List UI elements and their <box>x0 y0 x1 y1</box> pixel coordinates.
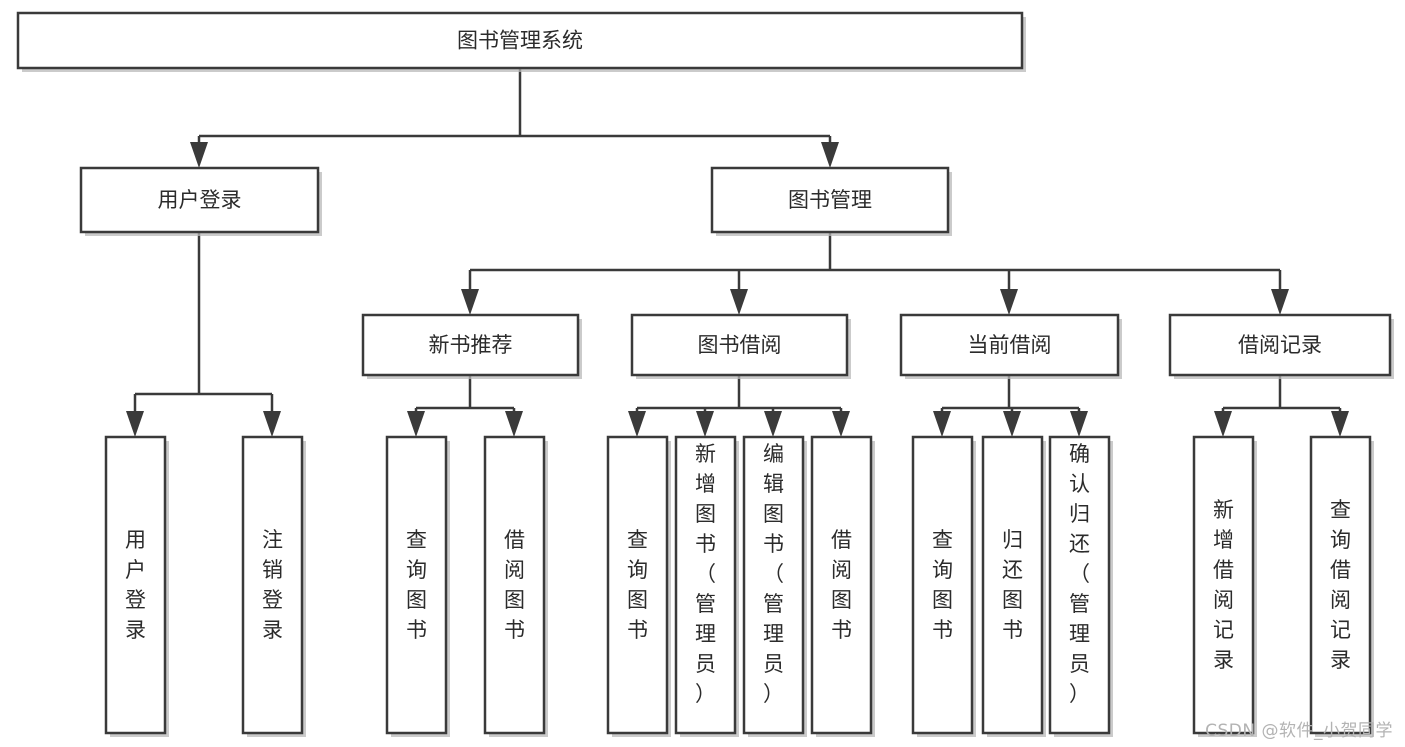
node-outline <box>1048 435 1111 735</box>
node-leaf-leaf-query-book-2[interactable]: 查询图书 <box>606 435 671 737</box>
node-outline <box>810 435 873 735</box>
arrowhead-icon <box>821 142 839 168</box>
node-outline <box>16 11 1024 70</box>
arrowhead-icon <box>126 411 144 437</box>
node-label: 借阅记录 <box>1238 333 1322 357</box>
node-label: 图书借阅 <box>698 333 782 357</box>
node-leaf-leaf-query-book-3[interactable]: 查询图书 <box>911 435 976 737</box>
node-outline <box>1309 435 1372 735</box>
arrowhead-icon <box>190 142 208 168</box>
node-label: 确认归还（管理员） <box>1069 442 1090 706</box>
node-l2-book-manage[interactable]: 图书管理 <box>710 166 952 236</box>
arrowhead-icon <box>1000 289 1018 315</box>
node-label: 查询图书 <box>406 528 427 642</box>
node-label: 图书管理 <box>788 188 872 212</box>
node-label: 新书推荐 <box>429 333 513 357</box>
node-label: 图书管理系统 <box>457 29 583 53</box>
node-leaf-leaf-borrow-book-1[interactable]: 借阅图书 <box>483 435 548 737</box>
connector-book-manage <box>461 232 1289 315</box>
arrowhead-icon <box>1003 411 1021 437</box>
node-label: 新增图书（管理员） <box>695 442 716 706</box>
node-label: 借阅图书 <box>504 528 525 642</box>
node-l3-new-book-recommend[interactable]: 新书推荐 <box>361 313 582 379</box>
node-label: 借阅图书 <box>831 528 852 642</box>
node-leaf-leaf-query-book-1[interactable]: 查询图书 <box>385 435 450 737</box>
arrowhead-icon <box>263 411 281 437</box>
node-leaf-leaf-add-record[interactable]: 新增借阅记录 <box>1192 435 1257 737</box>
node-outline <box>104 435 167 735</box>
node-leaf-leaf-user-login[interactable]: 用户登录 <box>104 435 169 737</box>
node-label: 当前借阅 <box>968 333 1052 357</box>
node-l3-current-borrow[interactable]: 当前借阅 <box>899 313 1122 379</box>
node-outline <box>630 313 849 377</box>
connector-borrow-record <box>1214 375 1349 437</box>
connector-user-login <box>126 232 281 437</box>
node-outline <box>483 435 546 735</box>
node-label: 用户登录 <box>158 188 242 212</box>
node-outline <box>981 435 1044 735</box>
node-outline <box>361 313 580 377</box>
node-outline <box>1168 313 1392 377</box>
node-label: 编辑图书（管理员） <box>763 442 784 706</box>
arrowhead-icon <box>407 411 425 437</box>
csdn-watermark: CSDN @软件_小贺同学 <box>1205 721 1393 741</box>
connector-current-borrow <box>933 375 1088 437</box>
node-label: 归还图书 <box>1002 528 1023 642</box>
node-l3-book-borrow[interactable]: 图书借阅 <box>630 313 851 379</box>
node-leaf-leaf-add-book[interactable]: 新增图书（管理员） <box>674 435 739 737</box>
node-outline <box>742 435 805 735</box>
arrowhead-icon <box>832 411 850 437</box>
node-label: 查询借阅记录 <box>1330 498 1351 672</box>
node-outline <box>241 435 304 735</box>
node-leaf-leaf-confirm-return[interactable]: 确认归还（管理员） <box>1048 435 1113 737</box>
node-outline <box>79 166 320 234</box>
arrowhead-icon <box>764 411 782 437</box>
arrowhead-icon <box>696 411 714 437</box>
node-outline <box>899 313 1120 377</box>
arrowhead-icon <box>505 411 523 437</box>
arrowhead-icon <box>1214 411 1232 437</box>
arrowhead-icon <box>933 411 951 437</box>
node-layer: 图书管理系统用户登录图书管理新书推荐图书借阅当前借阅借阅记录用户登录注销登录查询… <box>16 11 1394 737</box>
connector-new-book-recommend <box>407 375 523 437</box>
node-label: 新增借阅记录 <box>1213 498 1234 672</box>
arrowhead-icon <box>1271 289 1289 315</box>
arrowhead-icon <box>1331 411 1349 437</box>
node-outline <box>606 435 669 735</box>
node-outline <box>710 166 950 234</box>
arrowhead-icon <box>461 289 479 315</box>
node-l3-borrow-record[interactable]: 借阅记录 <box>1168 313 1394 379</box>
node-leaf-leaf-return-book[interactable]: 归还图书 <box>981 435 1046 737</box>
arrowhead-icon <box>1070 411 1088 437</box>
node-outline <box>911 435 974 735</box>
node-label: 用户登录 <box>125 528 146 642</box>
node-outline <box>674 435 737 735</box>
connector-layer <box>126 68 1349 437</box>
connector-book-borrow <box>628 375 850 437</box>
node-label: 注销登录 <box>262 528 283 642</box>
node-leaf-leaf-borrow-book-2[interactable]: 借阅图书 <box>810 435 875 737</box>
node-l2-user-login[interactable]: 用户登录 <box>79 166 322 236</box>
node-outline <box>385 435 448 735</box>
node-label: 查询图书 <box>932 528 953 642</box>
node-root-root[interactable]: 图书管理系统 <box>16 11 1026 72</box>
node-leaf-leaf-edit-book[interactable]: 编辑图书（管理员） <box>742 435 807 737</box>
node-label: 查询图书 <box>627 528 648 642</box>
node-leaf-leaf-query-record[interactable]: 查询借阅记录 <box>1309 435 1374 737</box>
connector-root <box>190 68 839 168</box>
arrowhead-icon <box>730 289 748 315</box>
arrowhead-icon <box>628 411 646 437</box>
node-leaf-leaf-logout[interactable]: 注销登录 <box>241 435 306 737</box>
node-outline <box>1192 435 1255 735</box>
